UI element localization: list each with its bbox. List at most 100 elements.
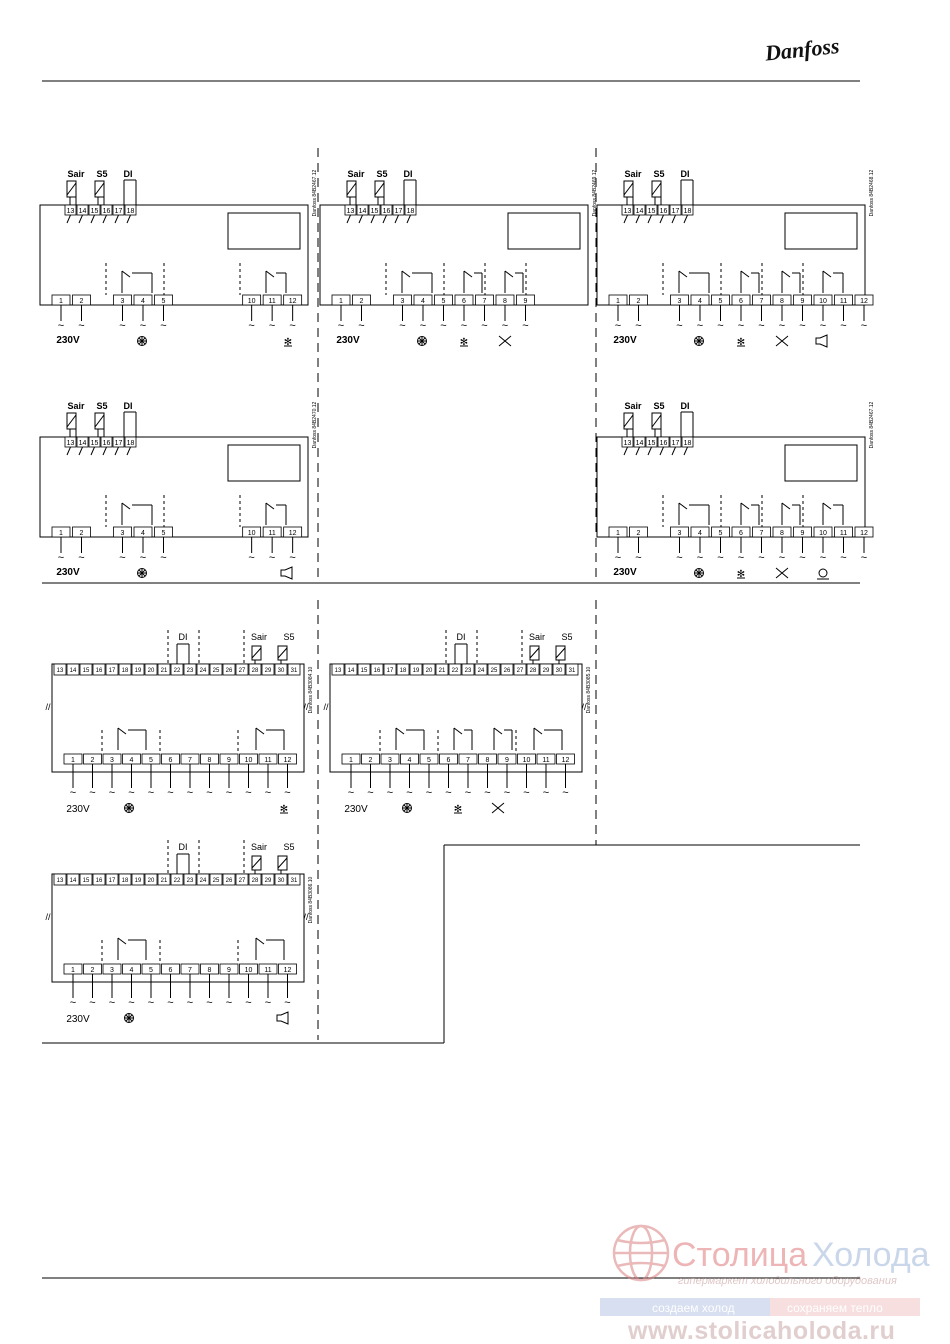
output-terminal-label: 3 xyxy=(121,530,125,537)
relay-contact xyxy=(463,270,473,278)
input-terminal-label: 20 xyxy=(148,668,155,674)
compressor-mark xyxy=(418,337,426,345)
output-terminal-label: 3 xyxy=(678,298,682,305)
relay-contact xyxy=(255,727,265,735)
sensor-slash xyxy=(251,647,262,659)
output-terminal-label: 5 xyxy=(719,298,723,305)
output-terminal-label: 6 xyxy=(169,967,173,974)
compressor-mark xyxy=(403,804,411,812)
input-terminal-label: 15 xyxy=(648,440,656,447)
compressor-icon xyxy=(124,803,134,813)
input-terminal-label: 18 xyxy=(122,668,129,674)
input-terminal-label: 29 xyxy=(265,668,272,674)
input-terminal-label: 17 xyxy=(115,440,123,447)
output-terminal-label: 6 xyxy=(739,298,743,305)
ground-wire xyxy=(66,214,71,224)
sensor-label-sair: Sair xyxy=(624,401,642,411)
sensor-slash xyxy=(66,182,77,196)
sensor-symbol xyxy=(277,645,288,661)
sensor-label-sair: Sair xyxy=(67,169,85,179)
compressor-mark xyxy=(125,804,133,812)
sensor-label-sair: Sair xyxy=(67,401,85,411)
horn-shape xyxy=(280,566,293,580)
watermark-name-part1: Столица xyxy=(672,1236,807,1274)
input-terminal-19 xyxy=(409,663,423,676)
input-terminal-label: 17 xyxy=(395,208,403,215)
ground-wire xyxy=(406,214,411,224)
ac-tilde: ~ xyxy=(148,787,154,799)
input-terminal-label: 29 xyxy=(543,668,550,674)
sensor-label-sair: Sair xyxy=(251,632,267,642)
input-terminal-18 xyxy=(396,663,410,676)
output-terminal-label: 2 xyxy=(637,298,641,305)
input-terminal-label: 22 xyxy=(452,668,459,674)
ac-tilde: ~ xyxy=(717,552,723,564)
sensor-symbol xyxy=(251,645,262,661)
watermark-banner-left xyxy=(600,1298,770,1316)
di-label: DI xyxy=(404,169,413,179)
output-terminal-label: 9 xyxy=(505,757,509,764)
sensor-symbol xyxy=(529,645,540,661)
output-terminal-label: 6 xyxy=(739,530,743,537)
voltage-label: 230V xyxy=(344,804,368,815)
sensor-label-s5: S5 xyxy=(283,632,294,642)
sensor-symbol xyxy=(277,855,288,871)
ac-tilde: ~ xyxy=(484,787,490,799)
display-window xyxy=(227,444,301,482)
ac-tilde: ~ xyxy=(109,787,115,799)
input-terminal-26 xyxy=(500,663,514,676)
output-terminal-label: 11 xyxy=(269,530,276,537)
ac-tilde: ~ xyxy=(160,320,166,332)
output-terminal-label: 1 xyxy=(71,967,75,974)
input-terminal-27 xyxy=(235,663,249,676)
defrost-snowflake: ✻ xyxy=(280,804,288,815)
ac-tilde: ~ xyxy=(523,787,529,799)
fan-icon xyxy=(775,567,789,579)
input-terminal-21 xyxy=(157,873,171,886)
ac-tilde: ~ xyxy=(187,997,193,1009)
relay-contact xyxy=(822,270,832,278)
sensor-label-sair: Sair xyxy=(529,632,545,642)
voltage-label: 230V xyxy=(336,335,360,346)
sensor-symbol xyxy=(623,412,634,430)
ground-wire xyxy=(102,214,107,224)
input-terminal-label: 17 xyxy=(115,208,123,215)
input-terminal-label: 19 xyxy=(135,878,142,884)
ac-tilde: ~ xyxy=(420,320,426,332)
sensor-slash xyxy=(651,414,662,428)
compressor-icon xyxy=(417,336,427,346)
input-terminal-25 xyxy=(487,663,501,676)
input-terminal-label: 18 xyxy=(122,878,129,884)
output-terminal-label: 4 xyxy=(141,530,145,537)
ac-tilde: ~ xyxy=(248,552,254,564)
input-terminal-26 xyxy=(222,663,236,676)
input-terminal-17 xyxy=(383,663,397,676)
input-terminal-label: 28 xyxy=(252,668,259,674)
input-terminal-20 xyxy=(144,663,158,676)
ac-tilde: ~ xyxy=(799,320,805,332)
ac-tilde: ~ xyxy=(779,552,785,564)
ac-tilde: ~ xyxy=(426,787,432,799)
ac-tilde: ~ xyxy=(89,787,95,799)
output-terminal-label: 11 xyxy=(840,298,847,305)
input-terminal-label: 13 xyxy=(67,208,75,215)
relay-contact xyxy=(117,937,127,945)
fan-icon xyxy=(491,802,505,814)
sensor-label-sair: Sair xyxy=(251,842,267,852)
ac-tilde: ~ xyxy=(615,552,621,564)
ac-tilde: ~ xyxy=(269,552,275,564)
sensor-slash xyxy=(94,414,105,428)
input-terminal-label: 15 xyxy=(91,208,99,215)
defrost-icon: ✻ xyxy=(737,569,745,580)
output-terminal-label: 11 xyxy=(264,967,271,974)
ac-tilde: ~ xyxy=(167,997,173,1009)
watermark-banner-left-text: создаем холод xyxy=(652,1301,735,1315)
break-mark-right: // xyxy=(303,702,309,712)
ac-tilde: ~ xyxy=(440,320,446,332)
input-terminal-label: 25 xyxy=(213,668,220,674)
di-label: DI xyxy=(457,632,466,642)
output-terminal-label: 10 xyxy=(248,298,256,305)
sensor-symbol xyxy=(251,855,262,871)
controller-box xyxy=(39,204,309,306)
